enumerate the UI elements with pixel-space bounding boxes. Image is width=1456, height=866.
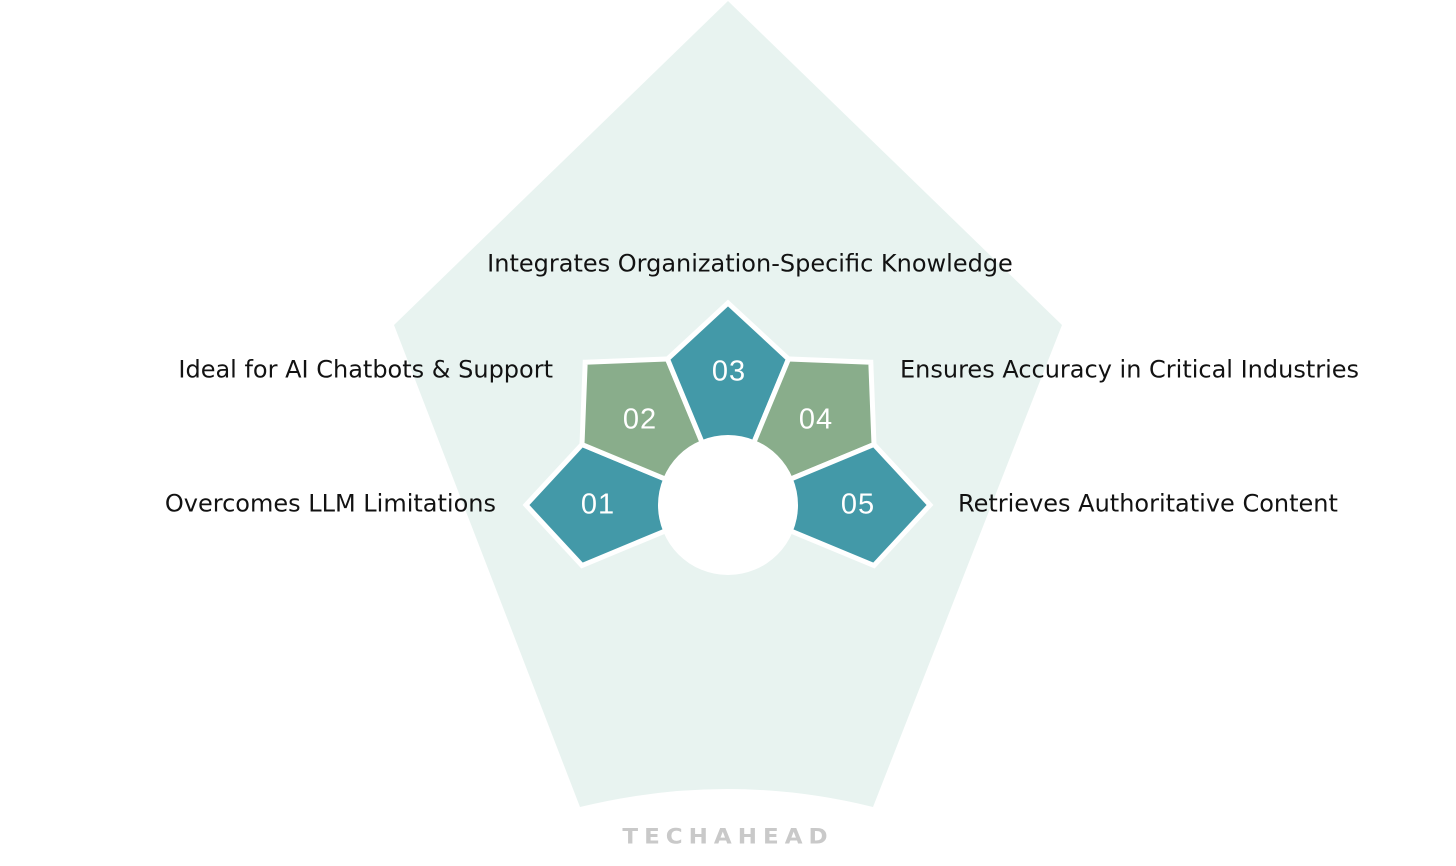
segment-04-number: 04	[798, 403, 834, 436]
segment-01-label: Overcomes LLM Limitations	[164, 489, 496, 518]
center-circle	[658, 435, 798, 575]
segment-02-number: 02	[622, 403, 658, 436]
segment-04-label: Ensures Accuracy in Critical Industries	[900, 355, 1360, 384]
segment-01-number: 01	[580, 488, 616, 521]
segment-02-label: Ideal for AI Chatbots & Support	[178, 355, 553, 384]
segment-03-number: 03	[711, 355, 747, 388]
segment-05-label: Retrieves Authoritative Content	[958, 489, 1338, 518]
segment-05-number: 05	[840, 488, 876, 521]
segment-03-label: Integrates Organization-Specific Knowled…	[487, 249, 1013, 278]
techahead-watermark: TECHAHEAD	[622, 825, 834, 849]
